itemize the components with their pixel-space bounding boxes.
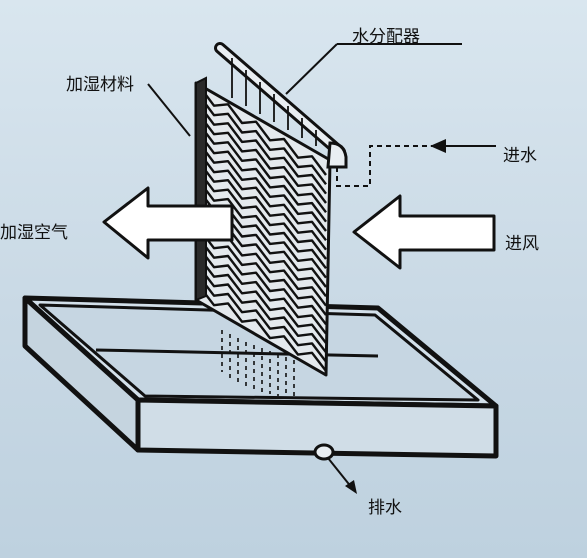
air-inlet-label: 进风 [505, 234, 539, 254]
tray-left-face [22, 295, 141, 453]
media-corrugation-line [199, 133, 327, 223]
humidified-air-label: 加湿空气 [0, 223, 68, 243]
water-distributor-label: 水分配器 [352, 27, 420, 47]
media-corrugation-line [199, 171, 327, 260]
water-distributor-pipe [214, 42, 348, 169]
humidifying-media-pad [194, 76, 332, 377]
leader-lines [147, 43, 462, 137]
water-drips [221, 330, 295, 396]
media-corrugation-line [199, 267, 327, 354]
media-corrugation-line [199, 286, 327, 372]
media-corrugation-line [199, 114, 327, 204]
media-corrugation-line [199, 276, 327, 363]
humidifying-media-label: 加湿材料 [66, 75, 134, 95]
media-corrugation-line [199, 86, 327, 176]
media-corrugation-line [199, 95, 327, 186]
media-corrugation-line [199, 229, 327, 316]
water-inlet-line [336, 139, 496, 187]
media-corrugation-line [199, 124, 327, 214]
media-corrugation-line [199, 181, 327, 270]
drain-outlet [313, 443, 357, 494]
media-corrugation-line [199, 152, 327, 242]
media-corrugation-line [199, 105, 327, 195]
air-inlet-arrow [352, 194, 496, 270]
media-corrugation-line [199, 257, 327, 344]
tray-inner-base [95, 348, 379, 358]
humidified-air-arrow [102, 186, 234, 260]
media-corrugation-line [199, 162, 327, 251]
media-pad-side [195, 76, 207, 302]
media-corrugation-line [199, 248, 327, 335]
drain-label: 排水 [368, 498, 402, 518]
media-corrugation-line [199, 238, 327, 326]
water-inlet-label: 进水 [503, 146, 537, 166]
water-tray [22, 295, 499, 459]
media-corrugation-line [199, 143, 327, 232]
